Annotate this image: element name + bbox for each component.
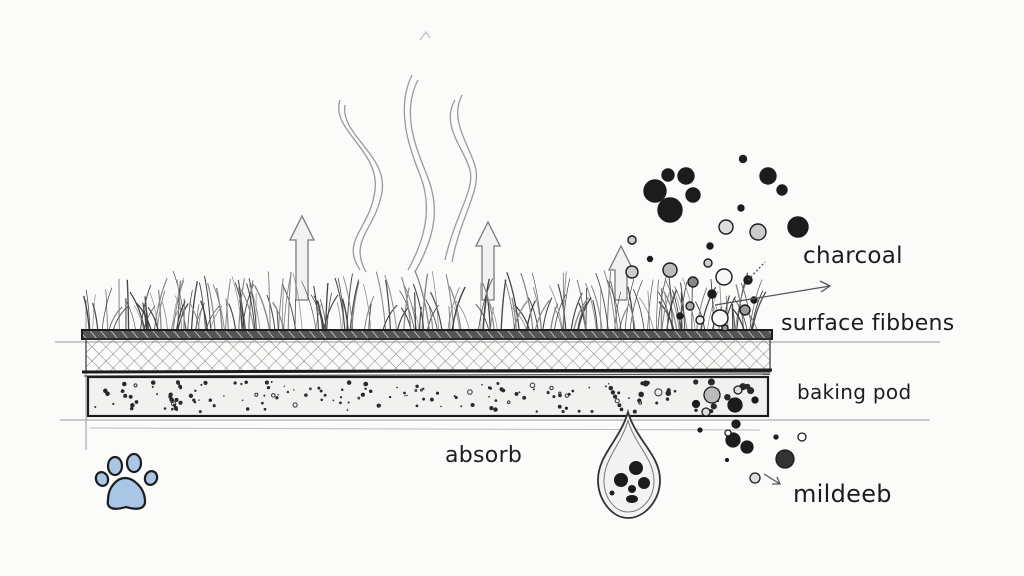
steam-icon (338, 30, 478, 273)
label-charcoal: charcoal (803, 243, 903, 269)
baking-speckles (94, 378, 755, 414)
mildew-arrow (763, 473, 781, 485)
droplet-icon (597, 408, 661, 519)
label-absorb: absorb (445, 443, 523, 468)
layer-baking-pod (86, 375, 770, 418)
up-arrow-icon (288, 214, 635, 301)
mildew-particles (691, 385, 807, 484)
grass-fibers (83, 270, 767, 331)
charcoal-arrow (714, 261, 832, 306)
surface-band (81, 329, 773, 340)
label-surface-fibbens: surface fibbens (781, 311, 955, 336)
layer-surface-fibbens (85, 338, 771, 373)
paw-icon (94, 452, 159, 510)
label-baking-pod: baking pod (797, 380, 912, 404)
label-mildew: mildeeb (793, 480, 892, 508)
charcoal-particles (625, 154, 809, 332)
